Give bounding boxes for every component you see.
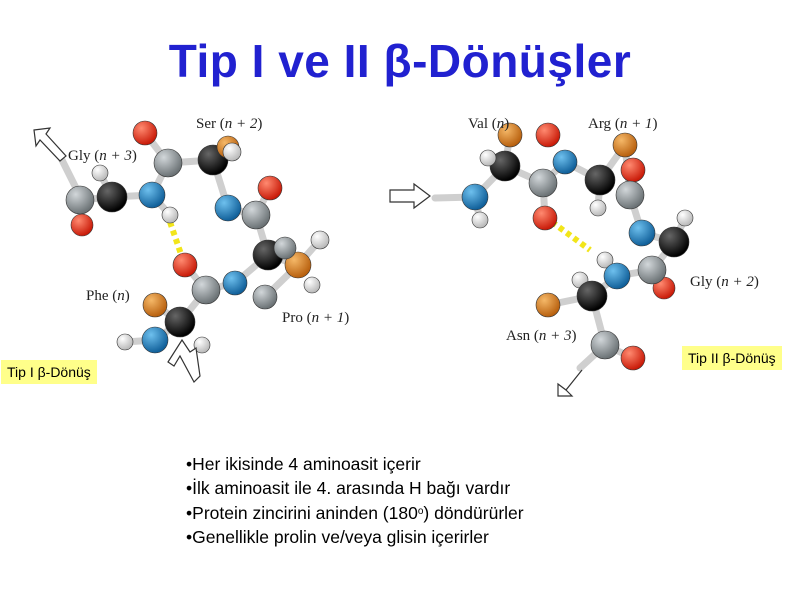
label-arg-n1: Arg (n + 1) [588,116,657,132]
type-1-beta-turn-figure: Gly (n + 3) Ser (n + 2) Phe (n) Pro (n +… [33,116,349,383]
type-2-beta-turn-figure: Val (n) Arg (n + 1) Gly (n + 2) Asn (n +… [389,116,759,397]
type-2-tag: Tip II β-Dönüş [682,346,782,370]
arrow-out-icon [33,127,67,162]
label-gly-n2: Gly (n + 2) [690,274,759,290]
hydrogen-bond [550,219,592,253]
slide-title: Tip I ve II β-Dönüşler [168,35,632,87]
direction-arrows [33,127,201,383]
type-1-tag: Tip I β-Dönüş [1,360,97,384]
label-asn-n3: Asn (n + 3) [506,328,577,344]
arrow-in-icon [167,338,201,383]
atoms [65,120,330,354]
atoms [461,122,694,371]
bullet-item: Genellikle prolin ve/veya glisin içerirl… [186,525,746,549]
arrow-out-icon [557,369,583,397]
label-ser-n2: Ser (n + 2) [196,116,262,132]
label-pro-n1: Pro (n + 1) [282,310,349,326]
bullet-item: Protein zincirini aninden (180o) döndürü… [186,500,746,525]
bullet-item: Her ikisinde 4 aminoasit içerir [186,452,746,476]
arrow-in-icon [389,182,431,210]
hydrogen-bond [167,221,186,261]
bullet-item: İlk aminoasit ile 4. arasında H bağı var… [186,476,746,500]
label-val-n: Val (n) [468,116,509,132]
bullet-list: Her ikisinde 4 aminoasit içerir İlk amin… [186,452,746,549]
label-gly-n3: Gly (n + 3) [68,148,137,164]
direction-arrows [389,182,583,397]
label-phe-n: Phe (n) [86,288,130,304]
